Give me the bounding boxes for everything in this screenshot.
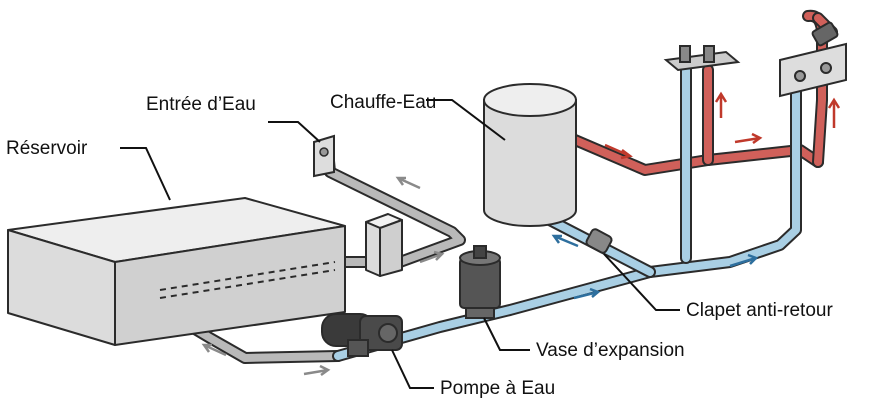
expansion-tank xyxy=(459,245,501,319)
shower-fixture xyxy=(663,45,741,72)
water-heater xyxy=(483,83,577,227)
flow-arrows-cold xyxy=(551,234,759,300)
label-check-valve: Clapet anti-retour xyxy=(686,300,833,321)
water-inlet-fitting xyxy=(313,134,335,178)
cold-pipes xyxy=(332,64,802,362)
leader-lines xyxy=(120,99,680,389)
label-water-heater: Chauffe-Eau xyxy=(330,92,436,113)
flow-arrows-hot xyxy=(604,91,841,160)
reservoir-tank xyxy=(7,197,346,346)
filter-box xyxy=(365,213,403,277)
label-expansion-tank: Vase d’expansion xyxy=(536,340,685,361)
check-valve xyxy=(585,228,613,254)
label-water-inlet: Entrée d’Eau xyxy=(146,94,256,115)
label-reservoir: Réservoir xyxy=(6,138,88,159)
label-water-pump: Pompe à Eau xyxy=(440,378,555,399)
water-pump xyxy=(321,313,403,357)
flow-arrows-gray xyxy=(201,176,445,377)
faucet-fixture xyxy=(779,21,847,98)
